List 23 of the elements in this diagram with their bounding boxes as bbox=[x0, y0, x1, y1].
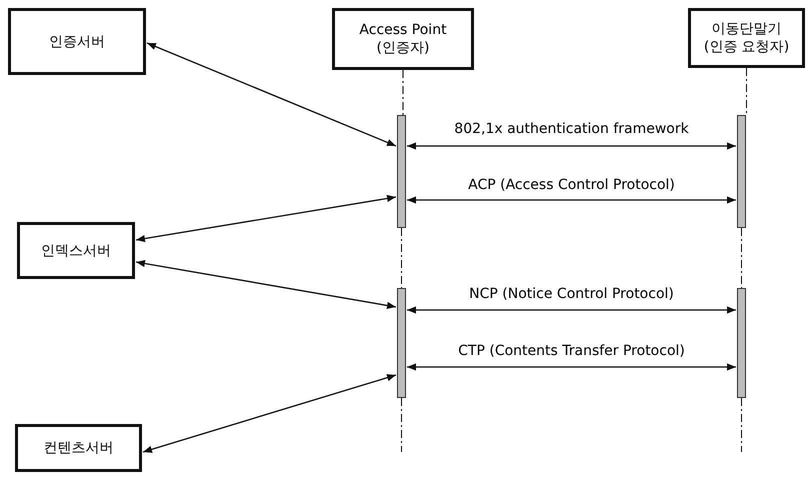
arrow bbox=[407, 363, 736, 371]
lifeline bbox=[746, 68, 747, 116]
activation-bar bbox=[737, 115, 746, 228]
arrow bbox=[146, 42, 396, 147]
arrow bbox=[407, 196, 736, 204]
activation-bar bbox=[397, 288, 406, 398]
participant-box: Access Point (인증자) bbox=[332, 8, 474, 70]
server-box: 컨텐츠서버 bbox=[15, 424, 142, 472]
arrow bbox=[407, 142, 736, 150]
lifeline bbox=[741, 398, 742, 452]
lifeline bbox=[741, 228, 742, 288]
server-box: 인덱스서버 bbox=[17, 222, 135, 279]
arrow bbox=[136, 260, 396, 309]
participant-box: 이동단말기 (인증 요청자) bbox=[688, 8, 805, 68]
lifeline bbox=[401, 398, 402, 452]
activation-bar bbox=[737, 288, 746, 398]
arrow bbox=[136, 194, 396, 242]
arrow bbox=[407, 306, 736, 314]
lifeline bbox=[401, 228, 402, 288]
server-box: 인증서버 bbox=[8, 8, 146, 75]
arrow bbox=[142, 374, 396, 453]
activation-bar bbox=[397, 115, 406, 228]
lifeline bbox=[402, 70, 404, 116]
